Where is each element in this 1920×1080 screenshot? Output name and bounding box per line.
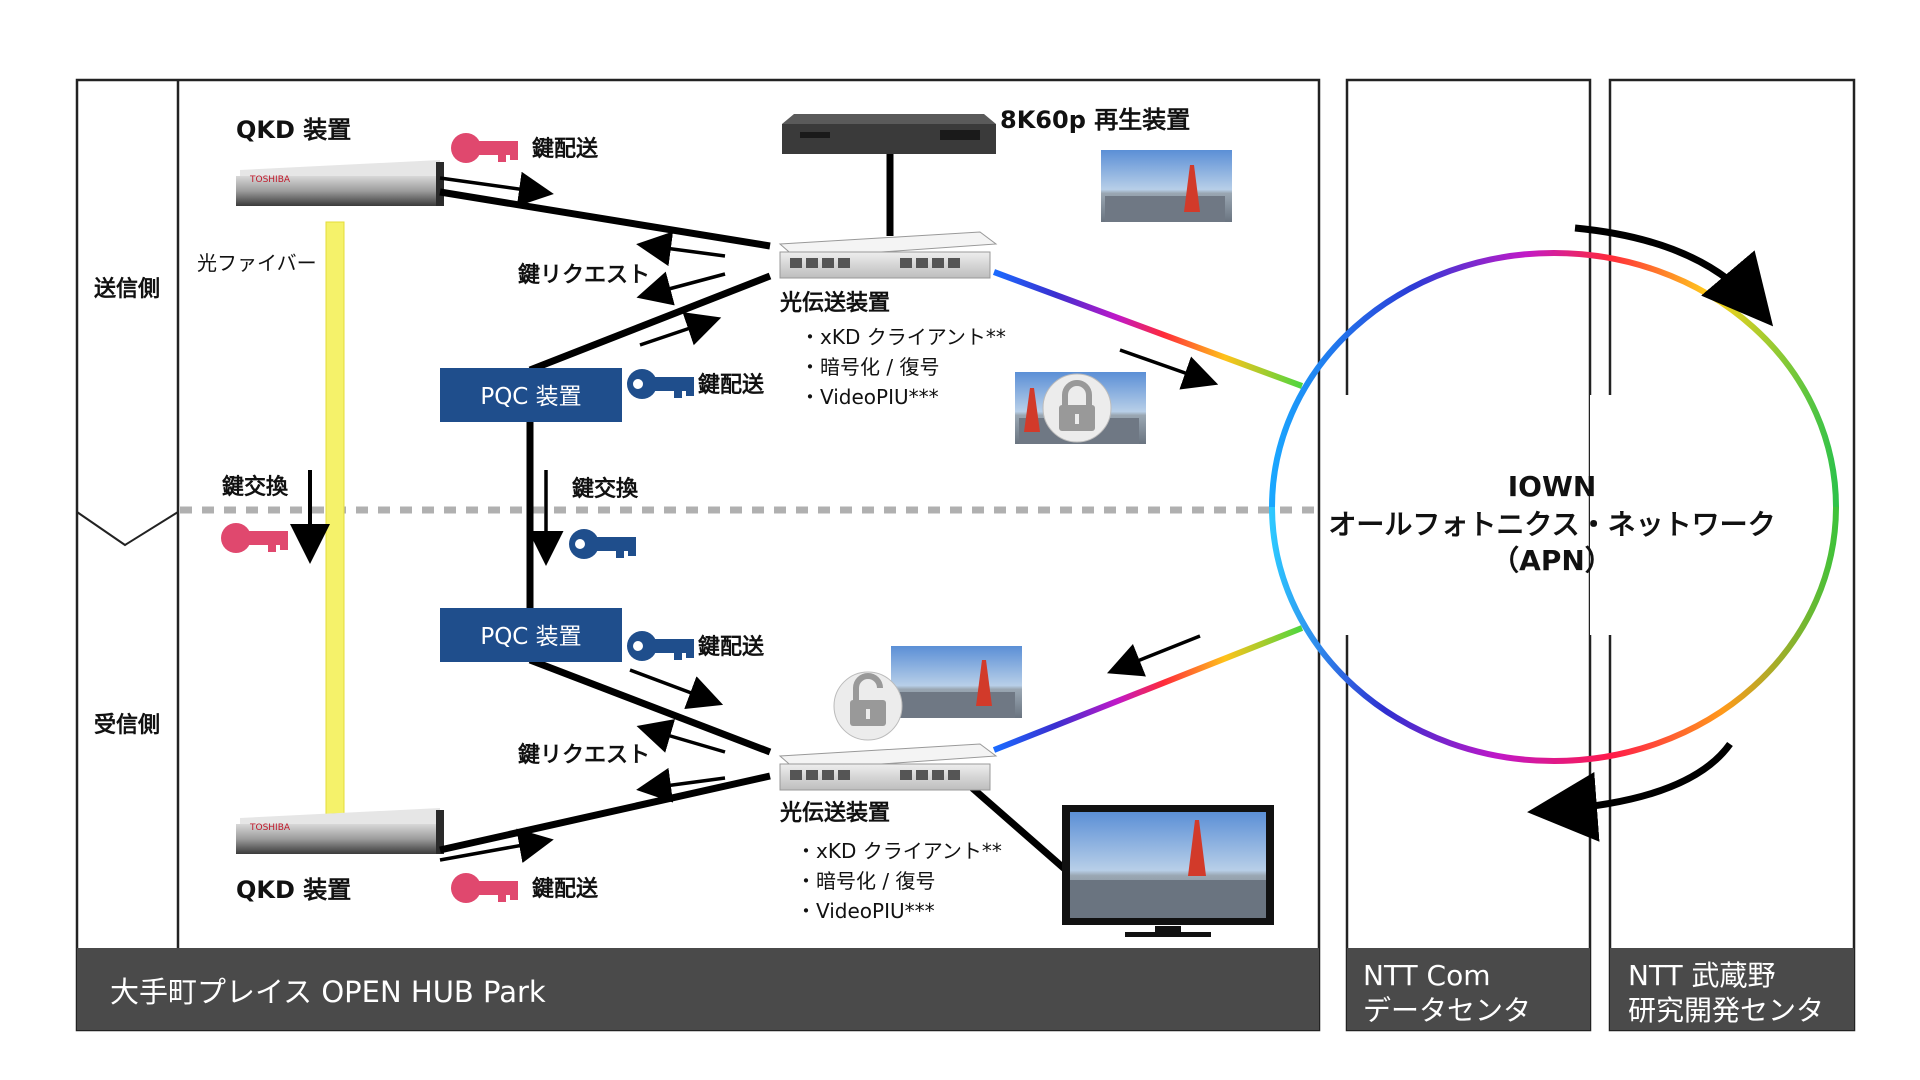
ring-flow-arrow-top — [1574, 224, 1774, 327]
ntt-com-footer — [1347, 948, 1590, 1030]
key-icon — [221, 523, 288, 553]
qkd-key-exchange-label: 鍵交換 — [222, 474, 289, 500]
key-delivery-label-bottom: 鍵配送 — [532, 876, 598, 902]
venue-ntt-com-line2: データセンタ — [1363, 994, 1531, 1027]
decrypted-thumbnail — [891, 646, 1022, 718]
pqc-key-delivery-label-top: 鍵配送 — [698, 372, 764, 398]
key-flow-arrows — [439, 171, 1219, 863]
rainbow-link-top — [992, 269, 1304, 389]
network-title-line3: （APN） — [1491, 544, 1613, 577]
key-icon — [569, 529, 636, 559]
venue-ntt-com-line1: NTT Com — [1363, 959, 1491, 992]
optical-transmitter-bottom — [778, 743, 998, 791]
key-icon — [627, 369, 694, 399]
pqc-top-label: PQC 装置 — [480, 384, 581, 410]
qkd-bottom-label: QKD 装置 — [236, 876, 351, 904]
pqc-device-top — [440, 368, 622, 422]
ring-mask — [1590, 395, 1620, 635]
venue-otemachi: 大手町プレイス OPEN HUB Park — [110, 975, 546, 1009]
pqc-bottom-label: PQC 装置 — [480, 624, 581, 650]
network-title-line1: IOWN — [1508, 470, 1597, 503]
venue-musashino-line1: NTT 武蔵野 — [1628, 959, 1776, 992]
iown-ring — [1269, 250, 1839, 764]
transmitter-bottom-feature-3: ・VideoPIU*** — [796, 899, 935, 923]
transmitter-top-feature-1: ・xKD クライアント** — [800, 325, 1006, 349]
ring-flow-arrow-bottom — [1527, 741, 1733, 842]
key-icon — [451, 133, 518, 163]
receiver-side-label: 受信側 — [94, 712, 160, 738]
video-thumbnail-top — [1101, 150, 1232, 222]
monitor-icon — [1062, 805, 1274, 937]
lock-closed-icon — [1042, 373, 1112, 443]
transmitter-top-feature-2: ・暗号化 / 復号 — [800, 355, 939, 379]
qkd-device-bottom: TOSHIBA — [236, 808, 444, 854]
player-label: 8K60p 再生装置 — [1000, 106, 1190, 134]
qkd-top-label: QKD 装置 — [236, 116, 351, 144]
transmitter-bottom-feature-1: ・xKD クライアント** — [796, 839, 1002, 863]
transmitter-top-feature-3: ・VideoPIU*** — [800, 385, 939, 409]
transmitter-top-title: 光伝送装置 — [779, 290, 890, 316]
transmitter-bottom-title: 光伝送装置 — [779, 800, 890, 826]
pqc-device-bottom — [440, 608, 622, 662]
optical-transmitter-top — [778, 231, 998, 279]
musashino-frame — [1608, 78, 1856, 1032]
otemachi-frame — [75, 78, 1321, 1032]
side-divider-chevron — [76, 511, 179, 547]
video-player-icon — [782, 114, 996, 154]
transmitter-bottom-feature-2: ・暗号化 / 復号 — [796, 869, 935, 893]
lock-open-icon — [833, 671, 903, 741]
musashino-footer — [1610, 948, 1854, 1030]
key-icon — [451, 873, 518, 903]
key-icon — [627, 631, 694, 661]
ring-mask — [1330, 395, 1360, 635]
key-delivery-label-top: 鍵配送 — [532, 136, 598, 162]
network-title-line2: オールフォトニクス・ネットワーク — [1328, 508, 1775, 541]
fiber-label: 光ファイバー — [197, 251, 317, 275]
pqc-key-exchange-label: 鍵交換 — [572, 476, 639, 502]
connection-lines — [439, 150, 1078, 881]
key-request-label-top: 鍵リクエスト — [518, 262, 650, 288]
pqc-key-delivery-label-bottom: 鍵配送 — [698, 634, 764, 660]
qkd-device-top: TOSHIBA — [236, 160, 444, 206]
key-request-label-bottom: 鍵リクエスト — [518, 742, 650, 768]
optical-fiber — [325, 221, 345, 821]
svg-text:TOSHIBA: TOSHIBA — [249, 175, 291, 185]
sender-side-label: 送信側 — [94, 276, 160, 302]
rainbow-link-bottom — [992, 625, 1304, 753]
venue-musashino-line2: 研究開発センタ — [1628, 994, 1824, 1027]
svg-text:TOSHIBA: TOSHIBA — [249, 823, 291, 833]
otemachi-footer — [77, 948, 1319, 1030]
